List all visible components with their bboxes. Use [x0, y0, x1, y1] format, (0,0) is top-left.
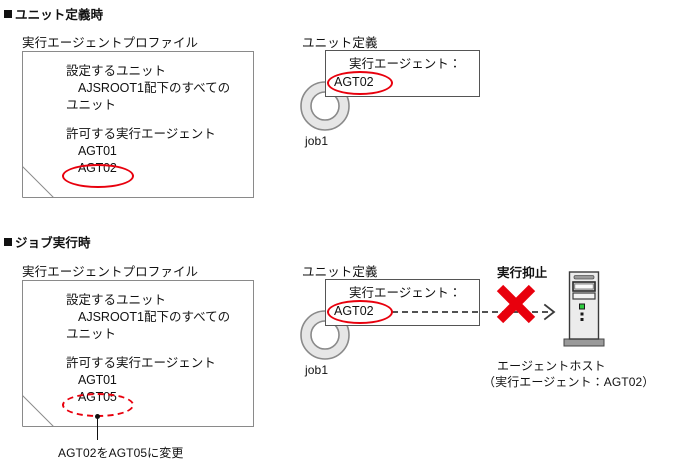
- unit-definition-box-1: 実行エージェント： AGT02: [325, 50, 480, 97]
- arrow-head-icon: [543, 303, 556, 321]
- execution-agent-profile-sheet-1: 設定するユニット AJSROOT1配下のすべての ユニット 許可する実行エージェ…: [22, 51, 254, 198]
- profile-line-1: AJSROOT1配下のすべての: [78, 310, 231, 324]
- unit-field-label-1: 実行エージェント：: [349, 57, 462, 71]
- profile-title-2: 実行エージェントプロファイル: [22, 265, 199, 279]
- profile-line-5: AGT02: [78, 161, 117, 175]
- section-heading-text: ユニット定義時: [15, 8, 104, 22]
- unit-field-value-2: AGT02: [334, 304, 374, 318]
- agent-host-caption-line1: エージェントホスト: [497, 359, 606, 373]
- section-heading-unit-definition-time: ユニット定義時: [4, 4, 103, 23]
- profile-line-4: AGT01: [78, 373, 117, 387]
- execution-blocked-label: 実行抑止: [497, 266, 548, 280]
- unit-definition-title-2: ユニット定義: [302, 265, 378, 279]
- profile-line-0: 設定するユニット: [66, 64, 167, 78]
- profile-spacer: [66, 343, 230, 355]
- unit-definition-title-1: ユニット定義: [302, 36, 378, 50]
- annotation-leader-line: [97, 418, 99, 440]
- sheet-body: [22, 280, 254, 427]
- profile-line-2: ユニット: [66, 327, 117, 341]
- unit-definition-box-2: 実行エージェント： AGT02: [325, 279, 480, 326]
- section-heading-job-execution-time: ジョブ実行時: [4, 232, 91, 251]
- profile-content-2: 設定するユニット AJSROOT1配下のすべての ユニット 許可する実行エージェ…: [66, 292, 230, 406]
- profile-line-0: 設定するユニット: [66, 293, 167, 307]
- job-label-2: job1: [305, 363, 329, 377]
- profile-title-1: 実行エージェントプロファイル: [22, 36, 199, 50]
- profile-line-1: AJSROOT1配下のすべての: [78, 81, 231, 95]
- unit-field-label-2: 実行エージェント：: [349, 286, 462, 300]
- profile-spacer: [66, 114, 230, 126]
- section-heading-text: ジョブ実行時: [15, 236, 91, 250]
- bullet-square-icon: [4, 10, 12, 18]
- bullet-square-icon: [4, 238, 12, 246]
- red-x-icon: [496, 284, 536, 324]
- profile-line-2: ユニット: [66, 98, 117, 112]
- profile-line-5: AGT05: [78, 390, 117, 404]
- profile-change-annotation: AGT02をAGT05に変更: [58, 446, 184, 460]
- unit-field-value-1: AGT02: [334, 75, 374, 89]
- server-tower-icon: [563, 271, 605, 347]
- sheet-body: [22, 51, 254, 198]
- agent-host-caption-line2: （実行エージェント：AGT02）: [483, 375, 655, 389]
- execution-agent-profile-sheet-2: 設定するユニット AJSROOT1配下のすべての ユニット 許可する実行エージェ…: [22, 280, 254, 427]
- profile-line-3: 許可する実行エージェント: [66, 127, 216, 141]
- job-label-1: job1: [305, 134, 329, 148]
- profile-line-3: 許可する実行エージェント: [66, 356, 216, 370]
- profile-line-4: AGT01: [78, 144, 117, 158]
- profile-content-1: 設定するユニット AJSROOT1配下のすべての ユニット 許可する実行エージェ…: [66, 63, 230, 177]
